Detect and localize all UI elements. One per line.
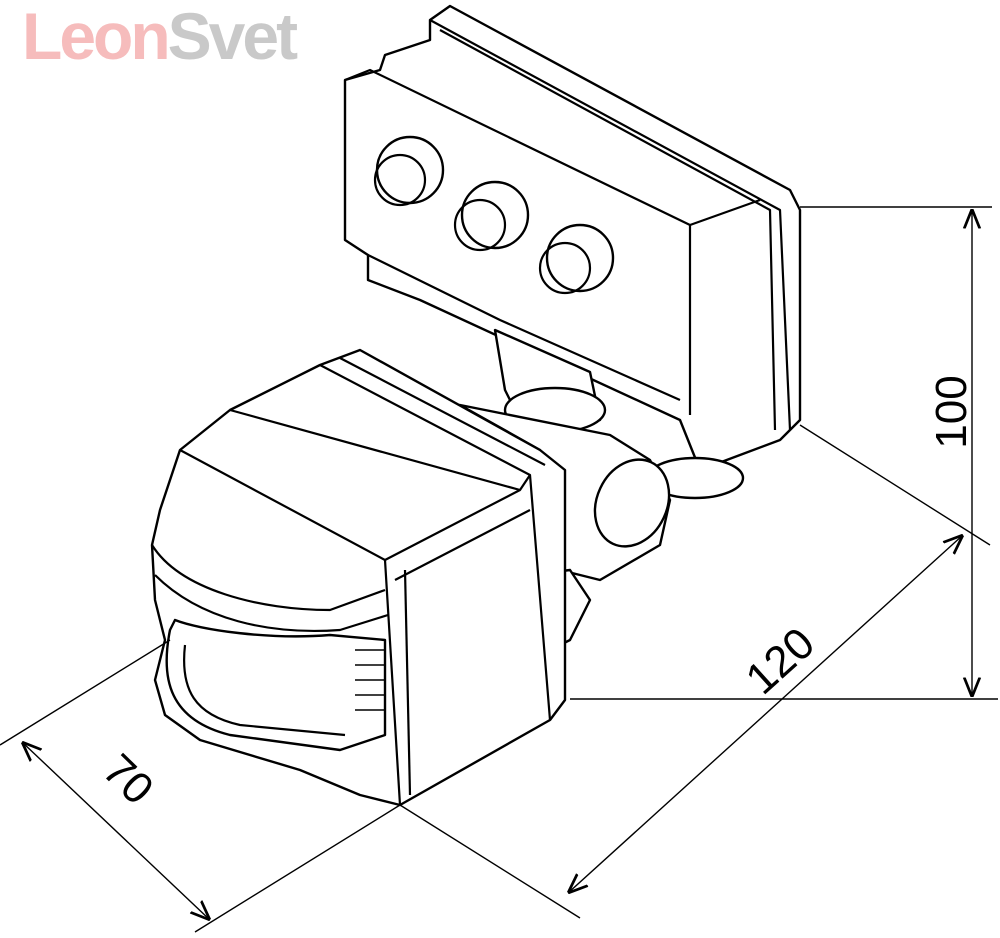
- logo-part1: Leon: [22, 0, 171, 73]
- logo-part2: Svet: [167, 0, 298, 73]
- dimension-label-100: 100: [927, 375, 976, 448]
- mounting-box: [343, 4, 802, 500]
- watermark-logo: LeonSvet: [22, 0, 298, 74]
- sensor-head: [150, 348, 567, 807]
- dimension-label-120: 120: [737, 618, 824, 704]
- dimension-label-70: 70: [93, 745, 162, 814]
